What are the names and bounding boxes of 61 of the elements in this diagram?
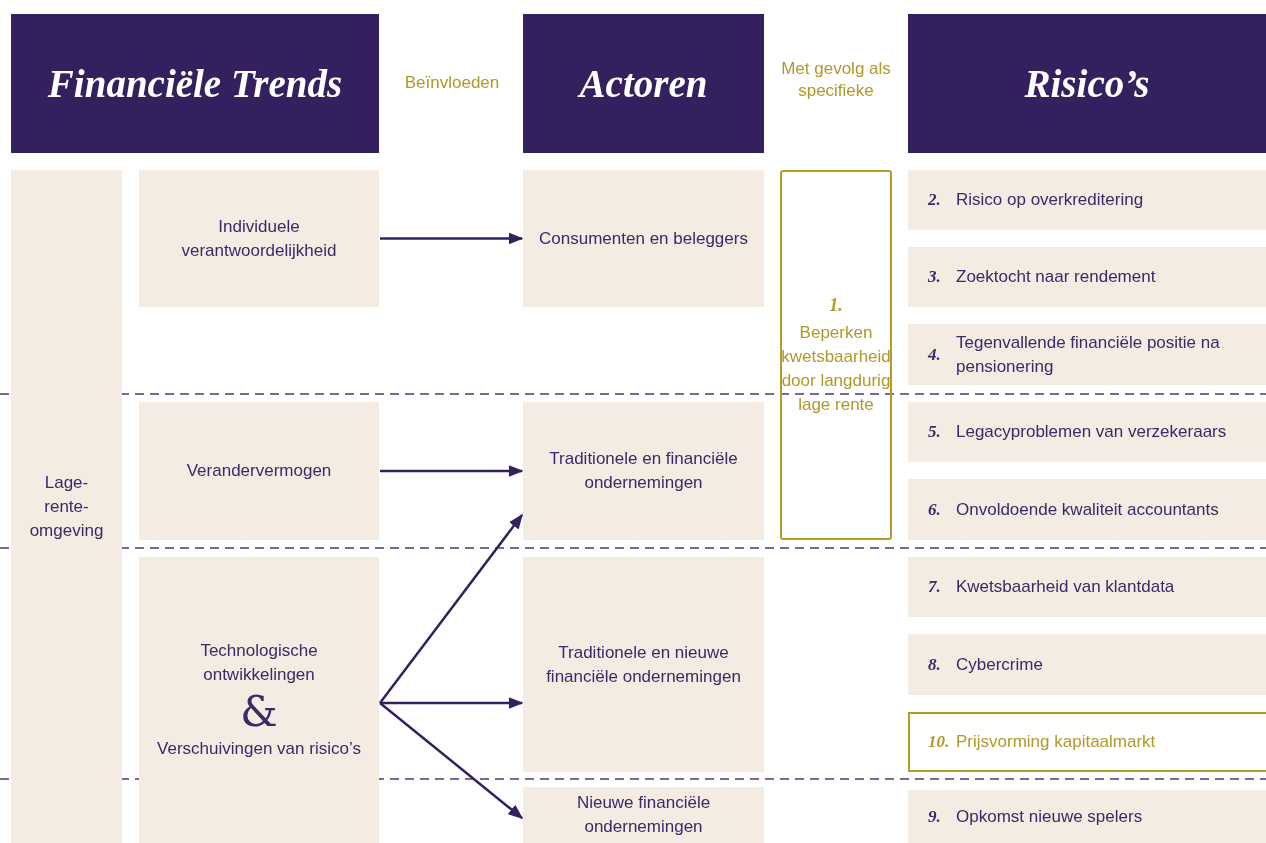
- risk-text: Onvoldoende kwaliteit accountants: [956, 498, 1219, 521]
- item-number: 1.: [829, 294, 843, 317]
- arrow: [380, 232, 524, 245]
- risk-text: Risico op overkreditering: [956, 189, 1144, 211]
- header-title: Actoren: [579, 61, 708, 106]
- category-box: [139, 402, 379, 540]
- column-header: [523, 14, 764, 153]
- category-box: [11, 170, 122, 843]
- risk-text: Cybercrime: [956, 653, 1043, 676]
- category-text: Nieuwe financiële ondernemingen: [575, 792, 712, 838]
- item-number: 9.: [928, 805, 942, 828]
- arrow: [379, 513, 523, 704]
- category-box: [523, 787, 764, 843]
- risk-text: Kwetsbaarheid van klantdata: [956, 576, 1175, 598]
- category-text: Verschuivingen van risico’s: [157, 738, 361, 760]
- arrow: [380, 697, 524, 709]
- item-number: 4.: [928, 343, 942, 366]
- category-text: Verandervermogen: [186, 460, 332, 482]
- risk-text: Opkomst nieuwe spelers: [956, 805, 1143, 828]
- arrow: [380, 465, 524, 477]
- risk-box: [908, 402, 1266, 462]
- category-text: Consumenten en beleggers: [539, 227, 748, 250]
- category-text: Traditionele en financiële ondernemingen: [548, 448, 739, 494]
- item-number: 10.: [928, 731, 951, 753]
- category-box: [139, 170, 379, 307]
- item-number: 6.: [928, 498, 942, 521]
- header-title: Financiële Trends: [47, 61, 343, 106]
- category-box: [523, 402, 764, 540]
- risk-text: Zoektocht naar rendement: [956, 266, 1156, 288]
- arrow: [379, 702, 524, 819]
- risk-text: Tegenvallende financiële positie na pensionering: [956, 331, 1221, 378]
- category-text: Individuele verantwoordelijkheid: [180, 215, 338, 262]
- category-text: Traditionele en nieuwe financiële ondernemingen: [545, 641, 742, 688]
- category-box: [523, 170, 764, 307]
- risk-box: [908, 634, 1266, 695]
- outcome-box: [780, 170, 892, 540]
- risk-text: Prijsvorming kapitaalmarkt: [956, 731, 1156, 753]
- risk-text: Legacyproblemen van verzekeraars: [956, 421, 1227, 443]
- item-number: 5.: [928, 421, 942, 443]
- category-text: Lage-rente-omgeving: [28, 471, 105, 542]
- item-number: 3.: [928, 266, 942, 288]
- item-number: 2.: [928, 189, 942, 211]
- ampersand: &: [240, 687, 278, 737]
- category-box: [139, 557, 379, 843]
- risk-box: [908, 324, 1266, 385]
- risk-box: [908, 790, 1266, 843]
- category-box: [523, 557, 764, 772]
- risk-box: [908, 557, 1266, 617]
- risk-box: [908, 170, 1266, 230]
- outcome-text: Beperken kwetsbaarheid door langdurig lage rente: [781, 322, 891, 416]
- category-text: Technologische ontwikkelingen: [199, 640, 319, 686]
- item-number: 7.: [928, 576, 942, 598]
- risk-box: [908, 712, 1266, 772]
- risk-box: [908, 247, 1266, 307]
- relation-label: Beïnvloeden: [403, 72, 501, 94]
- header-title: Risico’s: [1024, 61, 1150, 106]
- relation-label: Met gevolg als specifieke: [780, 58, 892, 102]
- column-header: [11, 14, 379, 153]
- risk-box: [908, 479, 1266, 540]
- item-number: 8.: [928, 653, 942, 676]
- column-header: [908, 14, 1266, 153]
